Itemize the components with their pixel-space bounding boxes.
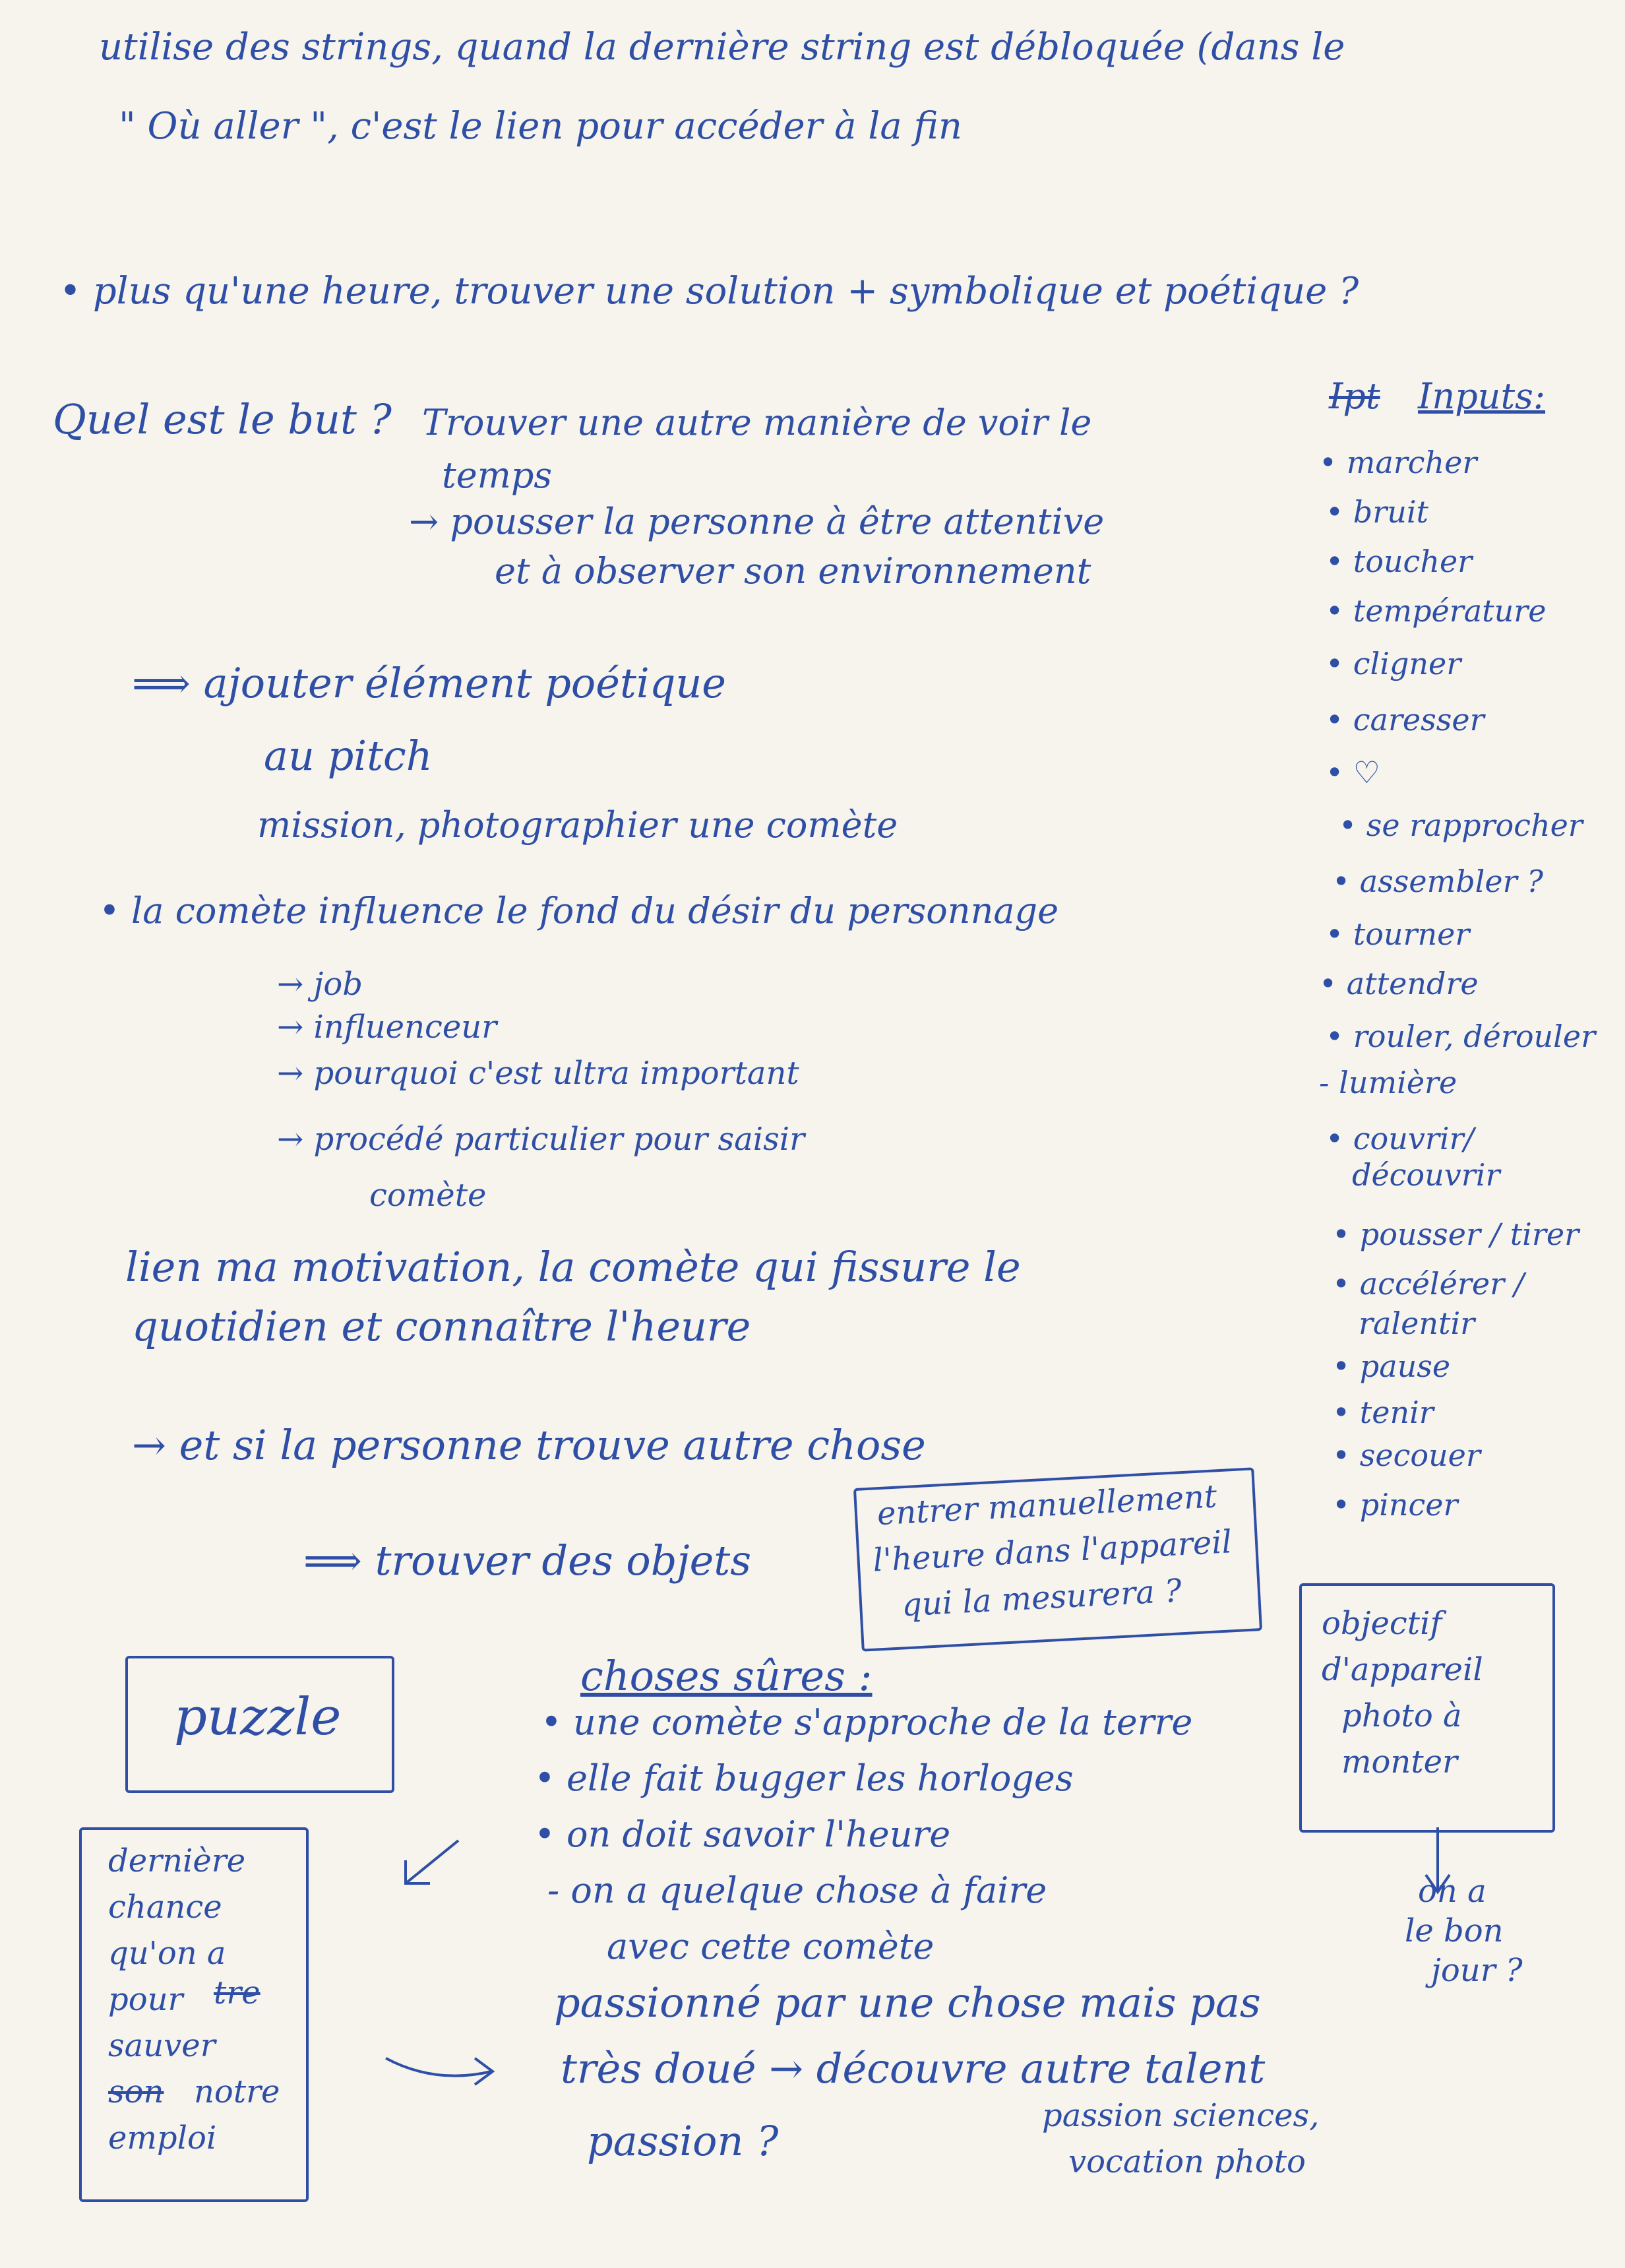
sure-item: avec cette comète [607,1926,935,1967]
good-day-line: jour ? [1431,1952,1523,1989]
input-item: • température [1326,593,1547,629]
box-time-line: entrer manuellement [876,1478,1218,1533]
passion-line-2: très doué → découvre autre talent [561,2044,1266,2093]
arrow-right-icon [385,2057,495,2086]
last-chance-line: pour [108,1981,183,2018]
sure-item: - on a quelque chose à faire [547,1870,1047,1911]
pitch-line-2: au pitch [264,732,433,780]
input-item: • tourner [1326,916,1470,952]
input-item: • tenir [1332,1395,1434,1430]
comet-item: comète [369,1177,487,1214]
input-item: • toucher [1326,544,1473,579]
input-item: découvrir [1352,1157,1500,1193]
passion-note-2: vocation photo [1068,2143,1306,2180]
good-day-line: le bon [1405,1912,1504,1949]
pitch-line-1: ⟹ ajouter élément poétique [132,659,726,707]
input-item: • se rapprocher [1339,807,1583,843]
struck-word: Ipt [1329,375,1380,417]
last-chance-line: qu'on a [108,1935,226,1972]
note-box-time: entrer manuellement l'heure dans l'appar… [853,1467,1263,1652]
input-item: • ♡ [1326,755,1380,790]
down-arrow-icon [1425,1827,1451,1895]
puzzle-box: puzzle [125,1656,394,1793]
input-item: • secouer [1332,1437,1481,1473]
motivation-line-1: lien ma motivation, la comète qui fissur… [125,1243,1021,1291]
sure-item: • une comète s'approche de la terre [541,1701,1193,1743]
input-item: • couvrir/ [1326,1121,1475,1156]
find-objects: ⟹ trouver des objets [303,1536,752,1585]
sure-item: • on doit savoir l'heure [534,1813,951,1855]
input-item: • accélérer / [1332,1266,1525,1302]
input-item: • marcher [1319,445,1477,480]
struck-word: tre [214,1974,261,2011]
passion-line-1: passionné par une chose mais pas [554,1978,1261,2027]
input-item: • pincer [1332,1487,1458,1523]
input-item: - lumière [1319,1065,1457,1100]
last-chance-line: chance [108,1889,222,1926]
motivation-line-2: quotidien et connaître l'heure [132,1302,751,1350]
input-item: • attendre [1319,966,1479,1001]
comet-item: → influenceur [277,1009,497,1046]
lens-box: objectif d'appareil photo à monter [1299,1583,1555,1833]
other-thing: → et si la personne trouve autre chose [132,1421,926,1469]
puzzle-label: puzzle [174,1687,342,1747]
last-chance-line: notre [194,2073,280,2110]
goal-answer-4: et à observer son environnement [495,550,1091,592]
last-chance-box: dernière chance qu'on a pour tre sauver … [79,1827,309,2202]
goal-answer-1: Trouver une autre manière de voir le [422,402,1092,443]
comet-line: • la comète influence le fond du désir d… [99,890,1059,931]
goal-question: Quel est le but ? [53,395,392,443]
box-time-line: l'heure dans l'appareil [872,1523,1233,1579]
goal-answer-3: → pousser la personne à être attentive [409,501,1105,542]
sure-title: choses sûres : [580,1652,873,1700]
passion-note-1: passion sciences, [1042,2097,1320,2134]
header-line-1: utilise des strings, quand la dernière s… [99,26,1345,69]
input-item: • caresser [1326,702,1485,738]
input-item: • assembler ? [1332,864,1543,899]
passion-line-3: passion ? [587,2117,779,2165]
arrow-left-icon [404,1839,460,1885]
lens-line: objectif [1322,1605,1442,1642]
inputs-title: Inputs: [1418,375,1546,417]
box-time-line: qui la mesurera ? [900,1572,1183,1624]
last-chance-line: dernière [108,1843,246,1879]
bullet-hour: • plus qu'une heure, trouver une solutio… [59,270,1359,313]
last-chance-line: emploi [108,2120,217,2157]
comet-item: → job [277,966,363,1003]
struck-word: son [108,2073,164,2110]
input-item: • cligner [1326,646,1461,681]
goal-answer-2: temps [442,455,553,496]
header-line-2: " Où aller ", c'est le lien pour accéder… [119,105,962,148]
comet-item: → pourquoi c'est ultra important [277,1055,799,1092]
input-item: • rouler, dérouler [1326,1019,1596,1054]
input-item: • bruit [1326,494,1429,530]
lens-line: monter [1341,1744,1457,1780]
input-item: ralentir [1359,1306,1475,1341]
last-chance-line: sauver [108,2027,216,2064]
lens-line: photo à [1341,1697,1462,1734]
lens-line: d'appareil [1322,1651,1483,1688]
comet-item: → procédé particulier pour saisir [277,1121,805,1158]
input-item: • pousser / tirer [1332,1216,1579,1252]
good-day-line: on a [1418,1873,1487,1910]
pitch-line-3: mission, photographier une comète [257,804,898,846]
sure-item: • elle fait bugger les horloges [534,1757,1074,1799]
input-item: • pause [1332,1348,1451,1384]
